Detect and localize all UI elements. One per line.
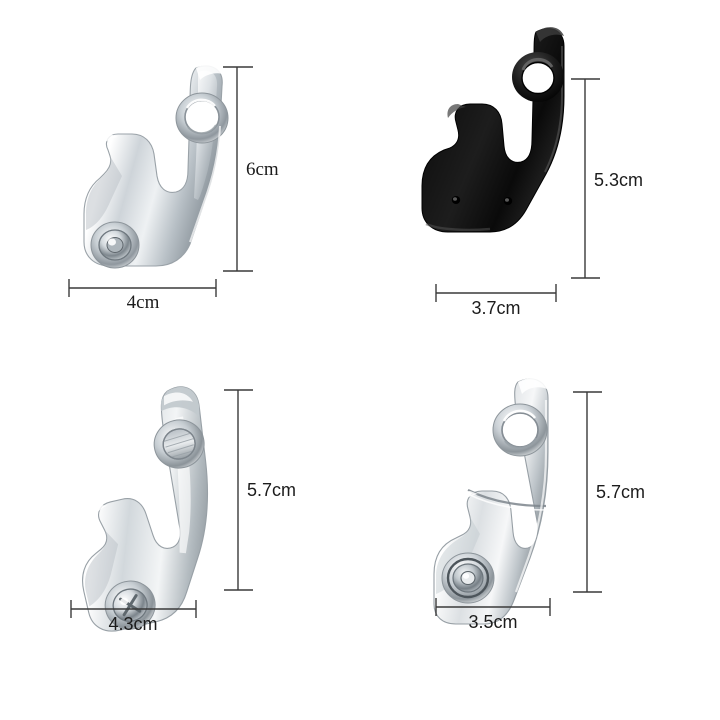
- dimension-width-top-left: [68, 279, 217, 297]
- dimension-label-width-bottom-left: 4.3cm: [108, 614, 158, 634]
- dimension-height-bottom-left: [224, 389, 253, 591]
- hanger-bottom-left-illustration: [82, 386, 208, 632]
- dimension-width-top-right: [435, 284, 557, 302]
- dimension-height-bottom-right: [573, 391, 602, 593]
- dimension-label-height-top-right: 5.3cm: [594, 170, 644, 190]
- dimension-label-width-bottom-right: 3.5cm: [468, 612, 518, 632]
- dimension-width-bottom-right: [435, 598, 551, 616]
- dimension-height-top-right: [571, 78, 600, 279]
- product-cell-bottom-left: 5.7cm 4.3cm: [0, 360, 360, 720]
- product-cell-top-right: 5.3cm 3.7cm: [360, 0, 720, 360]
- dimension-height-top-left: [223, 66, 253, 272]
- dimension-label-width-top-left: 4cm: [126, 292, 160, 313]
- hanger-top-left-illustration: [83, 64, 229, 269]
- product-cell-bottom-right: 5.7cm 3.5cm: [360, 360, 720, 720]
- hanger-top-right-illustration: [421, 27, 565, 233]
- dimension-label-height-bottom-left: 5.7cm: [247, 480, 297, 500]
- dimension-label-height-bottom-right: 5.7cm: [596, 482, 646, 502]
- dimension-label-width-top-right: 3.7cm: [471, 298, 521, 318]
- dimension-width-bottom-left: [70, 600, 197, 618]
- hanger-bottom-right-illustration: [433, 377, 549, 625]
- dimension-label-height-top-left: 6cm: [246, 159, 279, 180]
- product-cell-top-left: 6cm 4cm: [0, 0, 360, 360]
